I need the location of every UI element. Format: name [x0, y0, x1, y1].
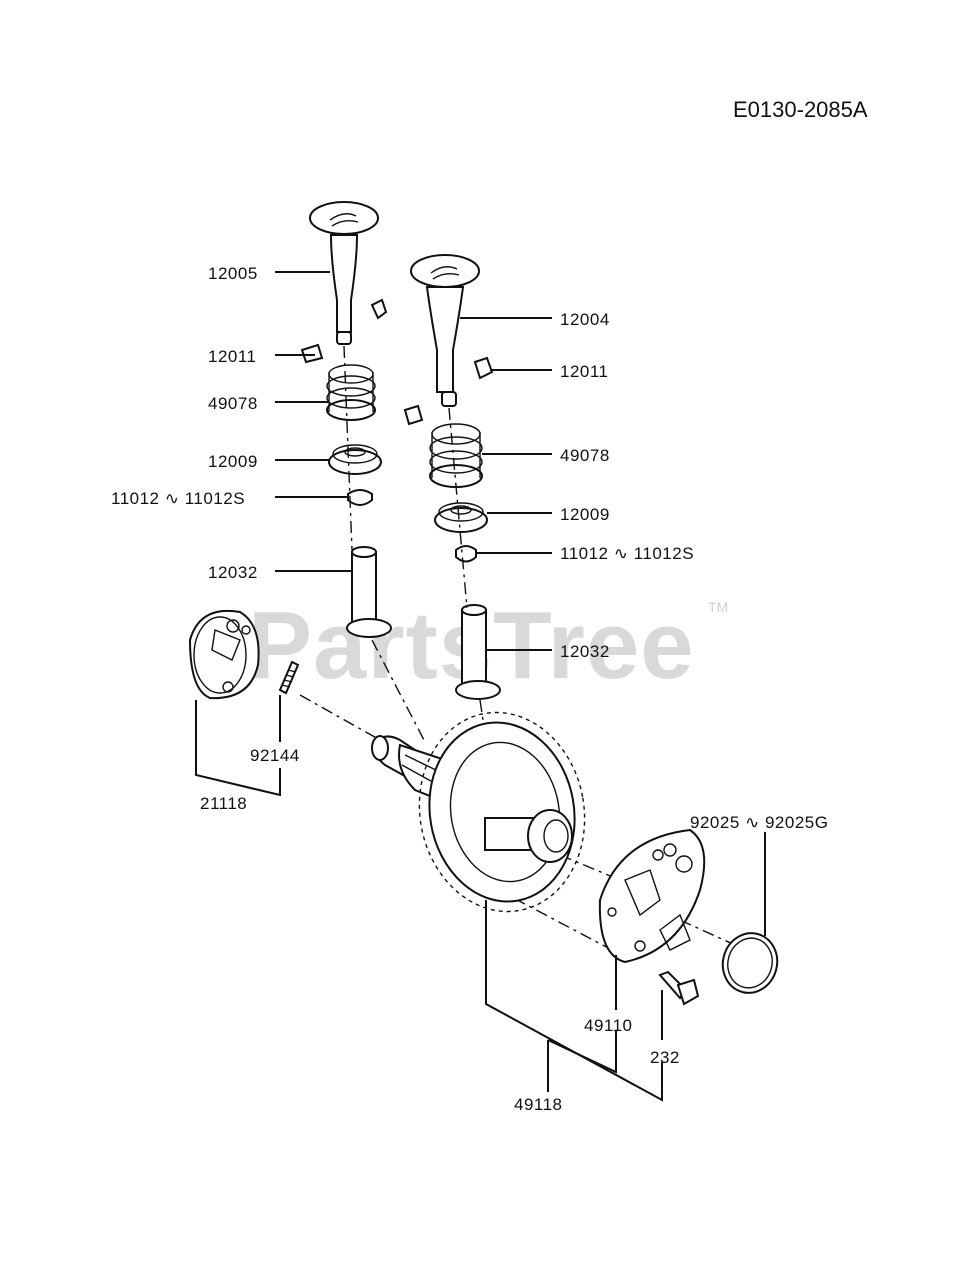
intake-valve-left: [309, 201, 379, 345]
label-12009-right: 12009: [560, 505, 610, 524]
label-49118: 49118: [514, 1095, 563, 1114]
label-12005: 12005: [208, 264, 258, 283]
collet-right: [403, 356, 494, 426]
label-49078-right: 49078: [560, 446, 610, 465]
tappet-right: [455, 604, 501, 700]
spring-pin: [278, 660, 300, 695]
label-21118: 21118: [200, 794, 247, 813]
label-49078-left: 49078: [208, 394, 258, 413]
valve-seal-right: [455, 545, 477, 563]
label-232: 232: [650, 1048, 680, 1067]
tappet-left: [346, 546, 392, 638]
label-92144: 92144: [250, 746, 300, 765]
label-12009-left: 12009: [208, 452, 258, 471]
label-12032-left: 12032: [208, 563, 258, 582]
diagram-code: E0130-2085A: [733, 97, 868, 122]
label-11012-right: 11012 ∿ 11012S: [560, 544, 694, 563]
valve-seal-left: [347, 489, 373, 506]
trademark-mark: TM: [708, 599, 728, 615]
governor-plate: [598, 828, 706, 964]
label-92025: 92025 ∿ 92025G: [690, 813, 828, 832]
cam-gear: [418, 711, 586, 913]
governor-bolt: [658, 970, 700, 1006]
exhaust-valve-right: [410, 254, 480, 407]
leader-lines: [195, 271, 766, 1102]
label-12011-right: 12011: [560, 362, 609, 381]
valve-spring-right: [429, 423, 483, 488]
valve-spring-left: [326, 364, 376, 421]
spring-retainer-left: [328, 444, 382, 475]
collet-left: [300, 298, 388, 364]
label-12011-left: 12011: [208, 347, 257, 366]
part-labels: 12005 12011 49078 12009 11012 ∿ 11012S 1…: [111, 264, 828, 1114]
spring-retainer-right: [434, 502, 488, 533]
label-12032-right: 12032: [560, 642, 610, 661]
decompression-plate: [188, 609, 260, 700]
o-ring: [721, 932, 779, 994]
label-49110: 49110: [584, 1016, 633, 1035]
label-12004: 12004: [560, 310, 610, 329]
label-11012-left: 11012 ∿ 11012S: [111, 489, 245, 508]
